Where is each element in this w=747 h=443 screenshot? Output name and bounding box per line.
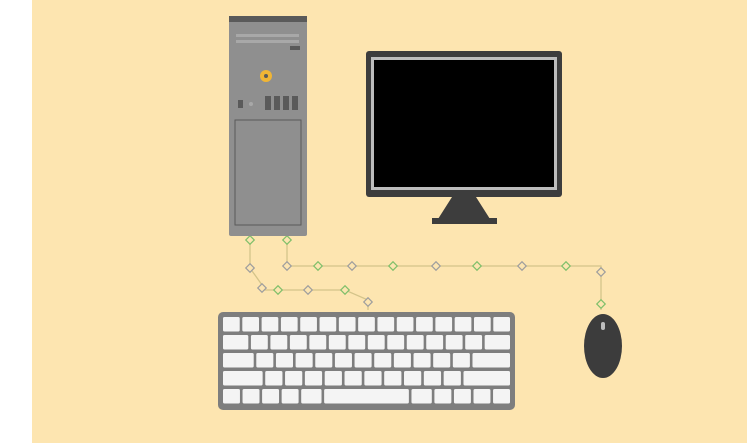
keyboard-key: [300, 317, 317, 332]
keyboard-key: [407, 335, 424, 350]
keyboard-key: [394, 353, 411, 368]
keyboard-key: [444, 371, 461, 386]
usb-port-4: [292, 96, 298, 110]
keyboard-key: [348, 335, 365, 350]
keyboard-key: [296, 353, 313, 368]
keyboard-key: [262, 317, 279, 332]
keyboard-key: [426, 335, 443, 350]
keyboard-key: [424, 371, 441, 386]
mouse-icon: [584, 314, 622, 378]
keyboard-key: [309, 335, 326, 350]
computer-tower-icon: [229, 16, 307, 236]
monitor-screen: [374, 60, 554, 187]
tower-top-bar: [229, 16, 307, 22]
keyboard-key: [242, 317, 259, 332]
keyboard-key: [397, 317, 414, 332]
keyboard-key: [433, 353, 450, 368]
keyboard-key: [270, 335, 287, 350]
keyboard-key: [474, 389, 491, 404]
keyboard-key: [281, 317, 298, 332]
power-button-center: [264, 74, 268, 78]
keyboard-key: [256, 353, 273, 368]
keyboard-key: [453, 353, 470, 368]
keyboard-key: [465, 335, 482, 350]
keyboard-icon: [218, 312, 515, 410]
keyboard-key: [243, 389, 260, 404]
keyboard-key: [290, 335, 307, 350]
monitor-base: [432, 218, 497, 224]
keyboard-key: [384, 371, 401, 386]
keyboard-key: [446, 335, 463, 350]
keyboard-key: [223, 371, 263, 386]
keyboard-key: [485, 335, 510, 350]
keyboard-key: [335, 353, 352, 368]
keyboard-key: [493, 389, 510, 404]
tower-drive-button: [290, 46, 300, 50]
keyboard-key: [358, 317, 375, 332]
keyboard-key: [315, 353, 332, 368]
tower-drive-slot-1: [236, 34, 299, 37]
keyboard-key: [324, 389, 409, 404]
keyboard-key: [455, 317, 472, 332]
keyboard-key: [251, 335, 268, 350]
keyboard-key: [276, 353, 293, 368]
keyboard-key: [463, 371, 510, 386]
keyboard-key: [472, 353, 510, 368]
keyboard-key: [223, 353, 254, 368]
keyboard-key: [414, 353, 431, 368]
tower-drive-slot-2: [236, 40, 299, 43]
keyboard-key: [285, 371, 302, 386]
keyboard-key: [364, 371, 381, 386]
mouse-scroll-wheel: [601, 322, 605, 330]
keyboard-key: [411, 389, 431, 404]
keyboard-key: [339, 317, 356, 332]
keyboard-key: [223, 335, 248, 350]
keyboard-key: [387, 335, 404, 350]
keyboard-key: [325, 371, 342, 386]
keyboard-key: [223, 317, 240, 332]
keyboard-key: [416, 317, 433, 332]
keyboard-key: [265, 371, 282, 386]
keyboard-key: [434, 389, 451, 404]
usb-port-1: [265, 96, 271, 110]
keyboard-key: [282, 389, 299, 404]
keyboard-key: [345, 371, 362, 386]
usb-port-2: [274, 96, 280, 110]
tower-side-panel: [235, 120, 301, 225]
keyboard-key: [377, 317, 394, 332]
keyboard-key: [223, 389, 240, 404]
keyboard-keys: [223, 317, 510, 404]
tower-led: [249, 102, 253, 106]
keyboard-key: [493, 317, 510, 332]
keyboard-key: [301, 389, 321, 404]
keyboard-key: [320, 317, 337, 332]
usb-port-3: [283, 96, 289, 110]
keyboard-key: [329, 335, 346, 350]
keyboard-key: [435, 317, 452, 332]
keyboard-key: [374, 353, 391, 368]
keyboard-key: [305, 371, 322, 386]
keyboard-key: [368, 335, 385, 350]
keyboard-key: [262, 389, 279, 404]
keyboard-key: [454, 389, 471, 404]
tower-audio-jack: [238, 100, 243, 108]
keyboard-key: [474, 317, 491, 332]
keyboard-key: [355, 353, 372, 368]
keyboard-key: [404, 371, 421, 386]
